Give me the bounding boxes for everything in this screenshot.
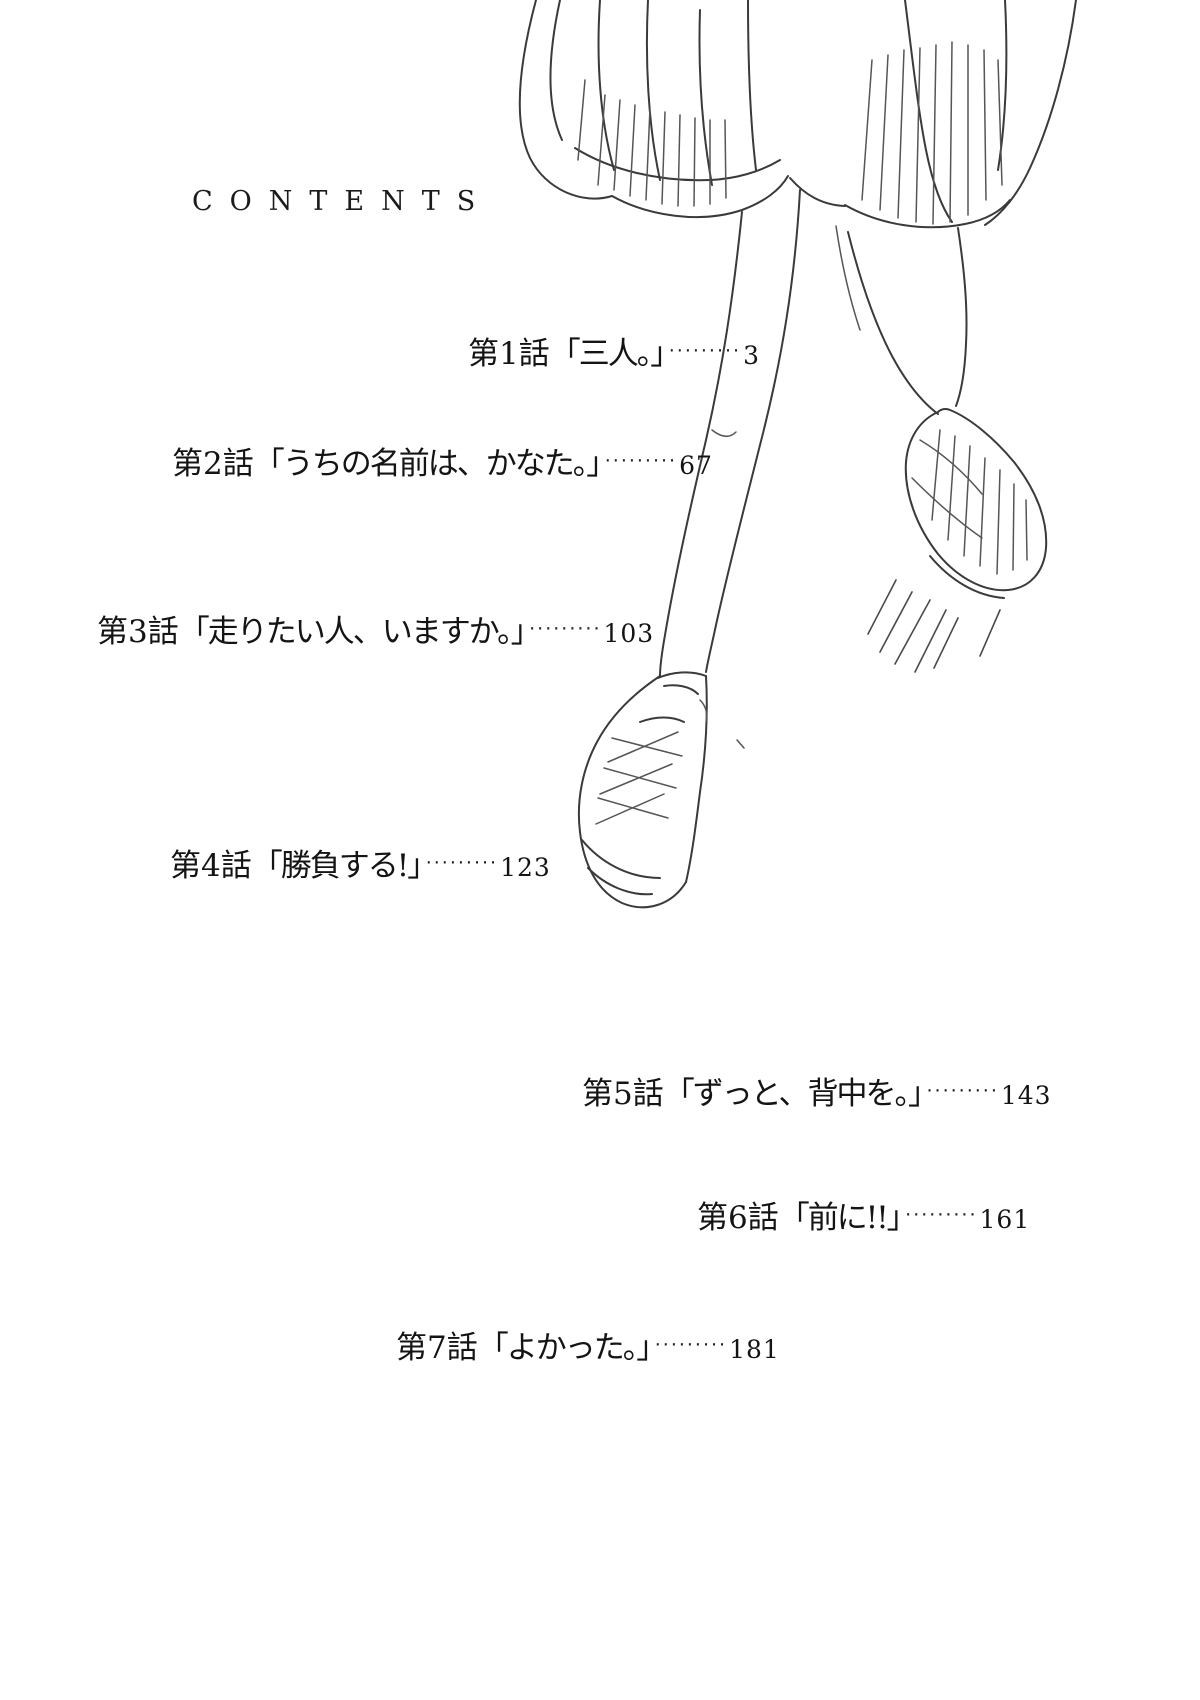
skirt-shading-hatching [577, 41, 1003, 225]
chapter-title: 「三人。」 [549, 336, 666, 372]
front-sneaker [577, 671, 708, 909]
chapter-title: 「ずっと、背中を。」 [663, 1076, 924, 1112]
toc-entry-chapter-1: 第1話「三人。」·········3 [468, 336, 760, 373]
chapter-label: 第4話 [170, 848, 252, 884]
chapter-label: 第3話 [97, 614, 179, 650]
toc-entry-chapter-7: 第7話「よかった。」·········181 [396, 1330, 780, 1367]
speed-lines [867, 579, 1001, 673]
chapter-label: 第6話 [697, 1200, 779, 1236]
page-number: 143 [1000, 1081, 1052, 1110]
skirt-outline [518, 0, 1077, 229]
page-title: CONTENTS [192, 186, 493, 217]
leader-dots: ········· [668, 340, 742, 362]
front-leg-outline [659, 189, 801, 749]
leader-dots: ········· [604, 450, 678, 472]
toc-entry-chapter-5: 第5話「ずっと、背中を。」·········143 [582, 1076, 1052, 1113]
page-number: 67 [679, 451, 713, 480]
chapter-title: 「よかった。」 [477, 1330, 652, 1366]
back-sneaker [904, 407, 1048, 599]
page-number: 123 [500, 853, 551, 882]
page-number: 161 [979, 1205, 1031, 1234]
page-number: 181 [729, 1335, 780, 1364]
toc-entry-chapter-6: 第6話「前に!!」·········161 [697, 1200, 1030, 1237]
toc-entry-chapter-4: 第4話「勝負する!」·········123 [170, 848, 551, 885]
leader-dots: ········· [425, 852, 499, 874]
chapter-title: 「勝負する!」 [251, 848, 423, 884]
chapter-label: 第5話 [582, 1076, 664, 1112]
back-leg-outline [835, 225, 968, 415]
chapter-title: 「うちの名前は、かなた。」 [253, 446, 602, 482]
chapter-label: 第7話 [396, 1330, 478, 1366]
toc-entry-chapter-3: 第3話「走りたい人、いますか。」·········103 [97, 614, 654, 651]
chapter-title: 「走りたい人、いますか。」 [178, 614, 526, 650]
page-number: 103 [603, 619, 655, 648]
chapter-label: 第1話 [468, 336, 550, 372]
leader-dots: ········· [529, 618, 602, 640]
toc-entry-chapter-2: 第2話「うちの名前は、かなた。」·········67 [172, 446, 713, 483]
leader-dots: ········· [654, 1334, 728, 1356]
leader-dots: ········· [905, 1204, 978, 1226]
page-number: 3 [743, 341, 760, 370]
chapter-label: 第2話 [172, 446, 254, 482]
chapter-title: 「前に!!」 [778, 1200, 902, 1236]
leader-dots: ········· [926, 1080, 999, 1102]
